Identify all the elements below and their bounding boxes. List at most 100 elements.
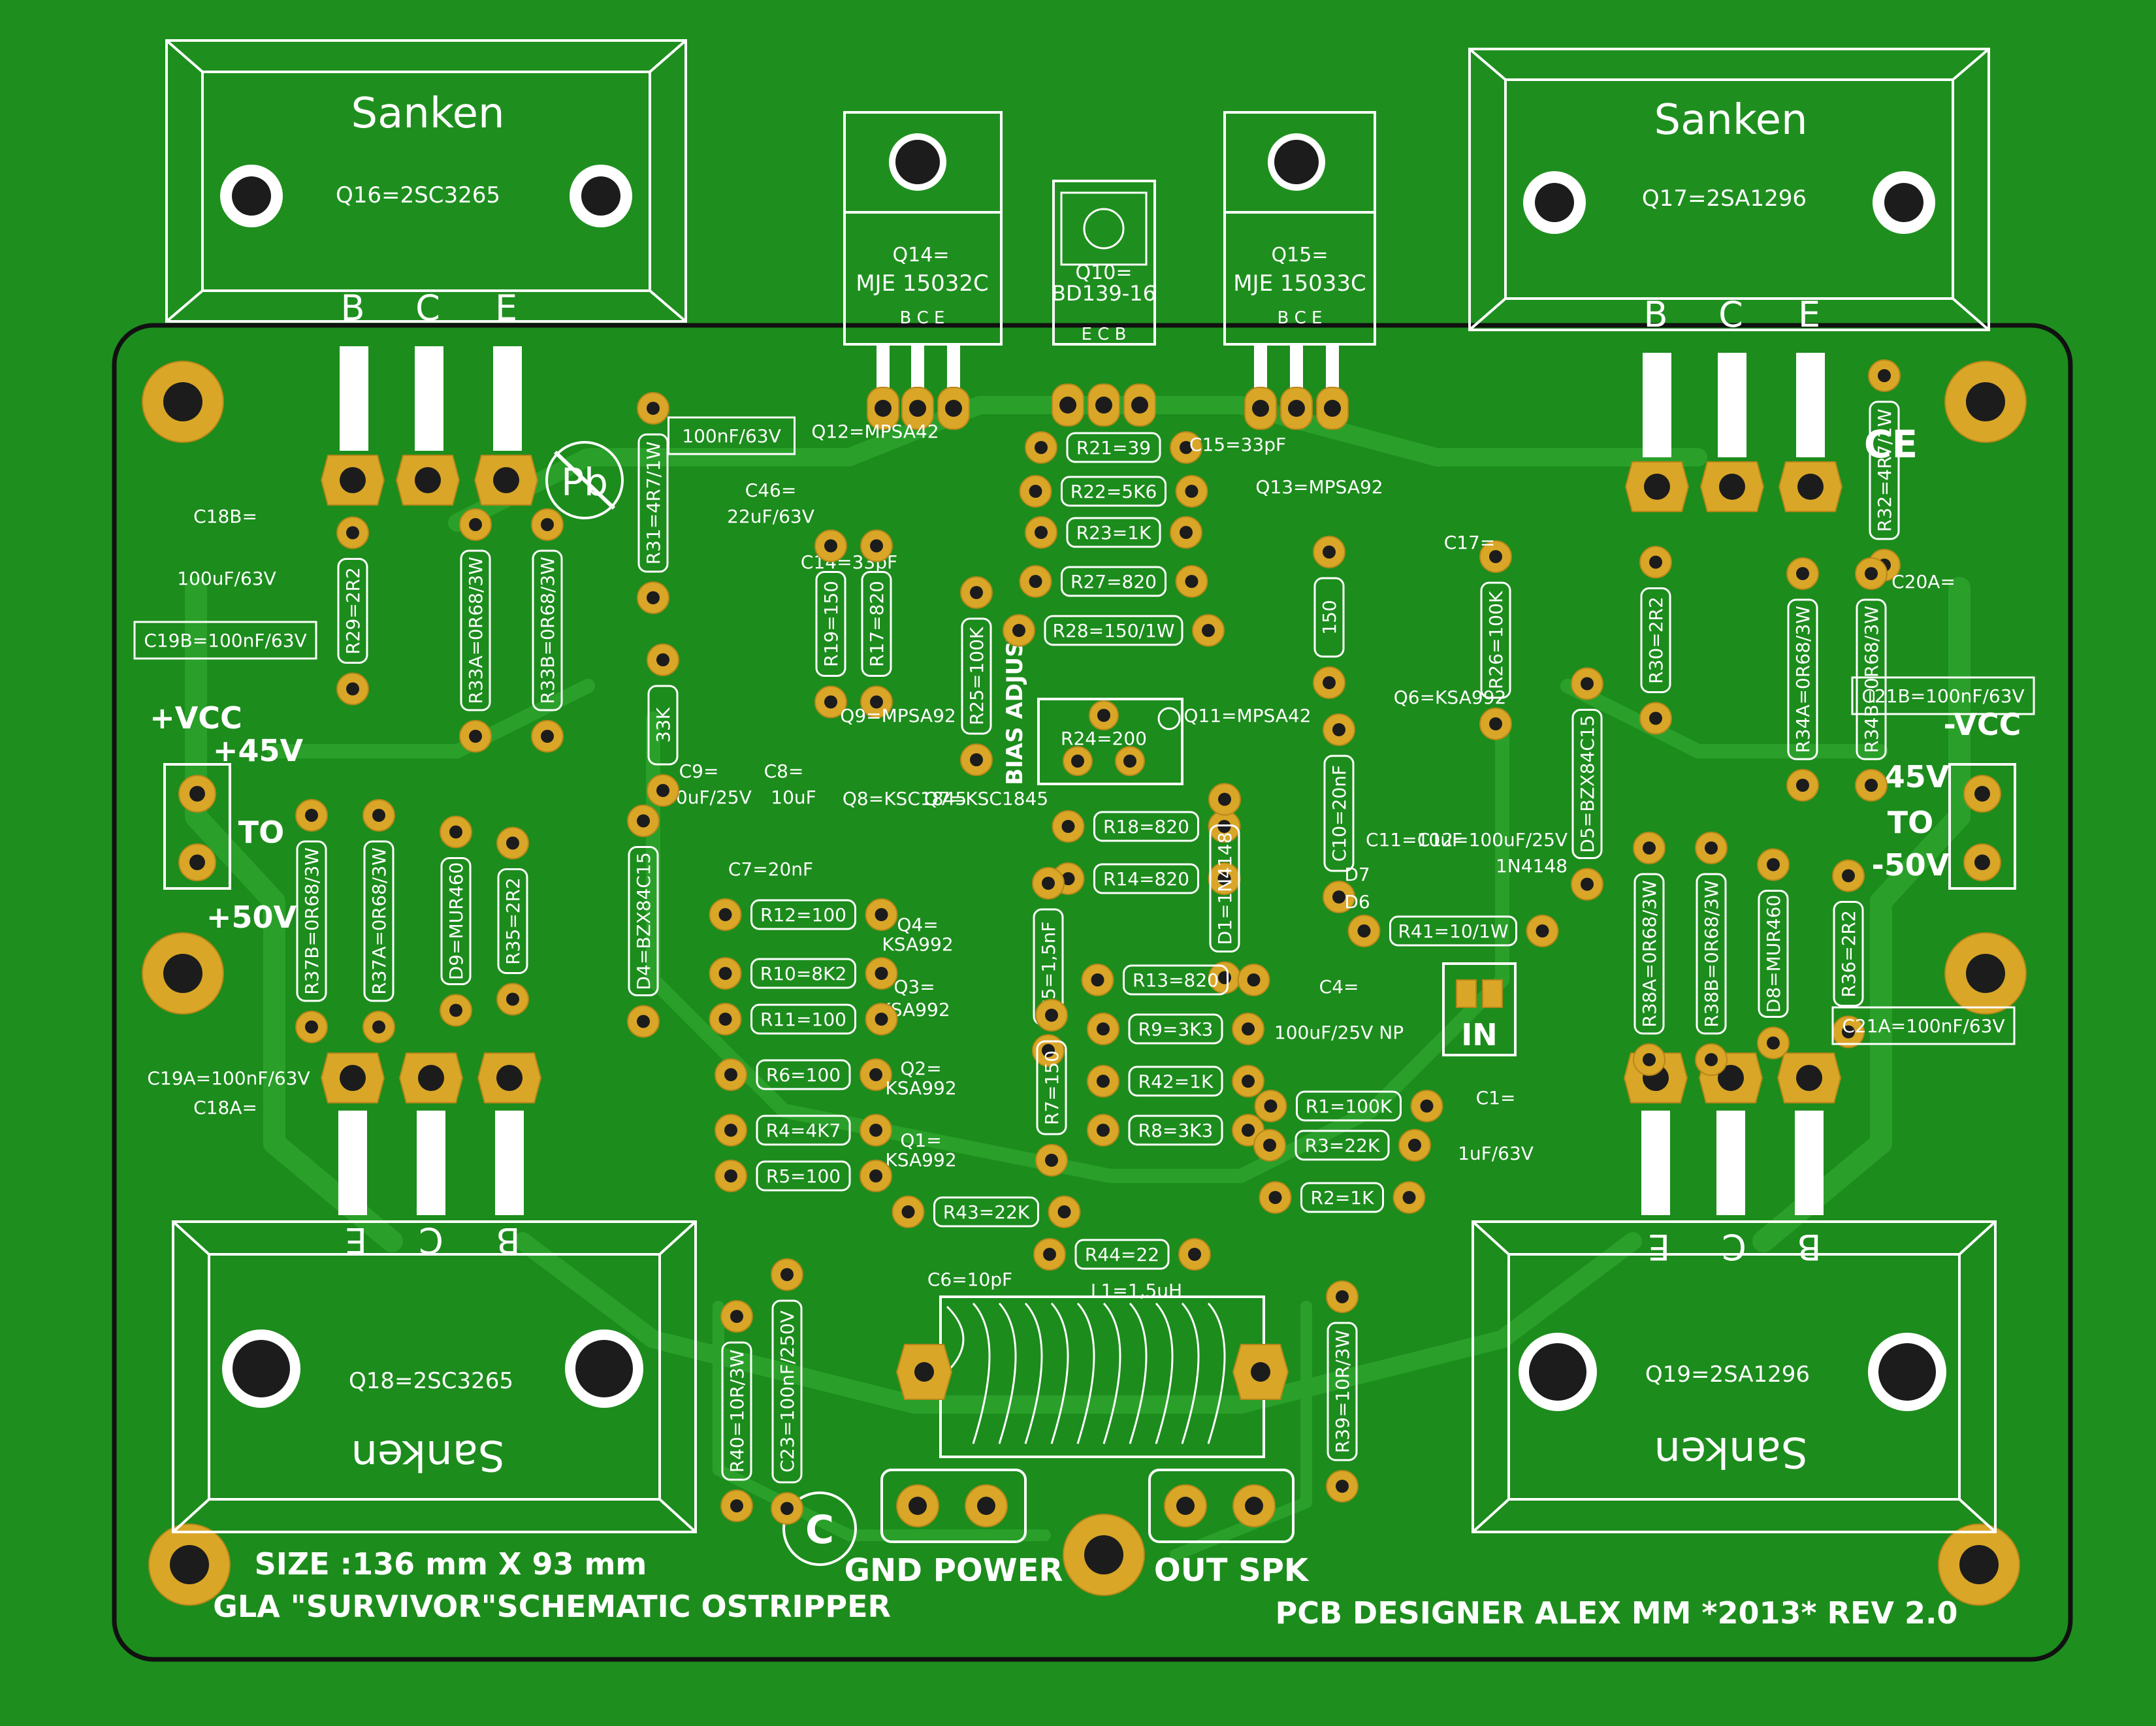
component-label: R28=150/1W xyxy=(1053,620,1175,642)
component-83: 100uF/25V NP xyxy=(1274,1022,1404,1043)
component-label: D4=BZX84C15 xyxy=(633,852,654,990)
component-label: R42=1K xyxy=(1138,1071,1214,1092)
pb-text: Pb xyxy=(561,460,608,504)
component-37: KSA992 xyxy=(885,1149,956,1171)
component-77: D5=BZX84C15 xyxy=(1571,667,1603,901)
component-24: C7=20nF xyxy=(728,858,813,880)
label-schematic: GLA "SURVIVOR"SCHEMATIC OSTRIPPER xyxy=(213,1589,891,1624)
transistor-q14: Q14= MJE 15032C B C E xyxy=(843,111,1003,430)
connector-out-spk: OUT SPK xyxy=(1148,1469,1310,1589)
component-46: C6=10pF xyxy=(927,1269,1012,1290)
component-label: Q2= xyxy=(900,1058,941,1079)
component-11: R17=820 xyxy=(860,529,893,719)
component-label: R23=1K xyxy=(1076,522,1151,544)
component-7: Q13=MPSA92 xyxy=(1255,476,1383,498)
component-label: Q3= xyxy=(893,976,935,998)
component-label: D8=MUR460 xyxy=(1763,895,1784,1013)
component-label: R31=4R7/1W xyxy=(643,442,664,565)
component-label: C8= xyxy=(764,760,804,782)
component-label: R18=820 xyxy=(1103,816,1189,838)
component-12: R25=100K xyxy=(960,576,993,776)
copyright-logo: C xyxy=(782,1491,857,1566)
component-label: C1= xyxy=(1476,1087,1516,1109)
component-17: C8= xyxy=(764,760,804,782)
component-58: R29=2R2 xyxy=(336,516,369,706)
component-label: 1uF/63V xyxy=(1458,1143,1534,1164)
component-label: Q4= xyxy=(897,914,938,936)
label-bias-adjust: BIAS ADJUST xyxy=(1002,625,1028,785)
component-74: C10=20nF xyxy=(1323,713,1355,913)
component-label: 10uF xyxy=(771,787,816,808)
component-label: C18A= xyxy=(193,1097,257,1118)
component-51: R39=10R/3W xyxy=(1326,1280,1359,1503)
q14-pins: B C E xyxy=(900,308,945,328)
component-label: R32=4R7/1W xyxy=(1874,409,1895,532)
transistor-q16: Sanken Q16=2SC3265 B C E xyxy=(165,39,687,506)
component-label: R6=100 xyxy=(766,1064,841,1086)
component-label: R36=2R2 xyxy=(1838,910,1859,998)
component-label: C7=20nF xyxy=(728,858,813,880)
component-28: R10=8K2 xyxy=(709,957,898,990)
component-label: R38A=0R68/3W xyxy=(1639,880,1660,1028)
label-50v-neg: -50V xyxy=(1872,847,1950,883)
component-72: C17= xyxy=(1444,532,1496,553)
component-3: R27=820 xyxy=(1019,565,1208,598)
component-2: R23=1K xyxy=(1025,516,1202,549)
component-44: R8=3K3 xyxy=(1087,1114,1264,1147)
component-label: R44=22 xyxy=(1085,1244,1159,1265)
label-50v-pos: +50V xyxy=(206,900,297,935)
component-54: R32=4R7/1W xyxy=(1868,359,1901,581)
component-63: C19B=100nF/63V xyxy=(133,621,317,660)
component-label: C10=20nF xyxy=(1328,765,1350,862)
component-label: 100uF/25V NP xyxy=(1274,1022,1404,1043)
component-55: 100nF/63V xyxy=(668,416,796,455)
connector-gnd-power: GND POWER xyxy=(845,1469,1063,1589)
component-81: R41=10/1W xyxy=(1347,915,1559,947)
component-label: D7 xyxy=(1344,864,1370,885)
label-45v-pos: +45V xyxy=(213,733,304,768)
component-61: C18B= xyxy=(193,506,257,527)
component-27: KSA992 xyxy=(882,934,953,955)
component-84: R1=100K xyxy=(1254,1090,1443,1122)
component-53: R31=4R7/1W xyxy=(637,392,669,614)
component-0: R21=39 xyxy=(1025,431,1202,464)
component-label: R25=100K xyxy=(966,627,988,725)
q10-ref: Q10= xyxy=(1076,261,1133,284)
component-96: D8=MUR460 xyxy=(1757,848,1790,1060)
transistor-q17: Sanken Q17=2SA1296 B C E xyxy=(1468,48,1990,512)
component-92: C20A= xyxy=(1891,571,1955,593)
component-label: R10=8K2 xyxy=(760,963,847,985)
label-to-right: TO xyxy=(1888,805,1933,840)
component-label: R27=820 xyxy=(1070,571,1157,593)
q19-pin-e: E xyxy=(1648,1226,1670,1267)
component-10: R19=150 xyxy=(814,529,847,719)
component-94: R38A=0R68/3W xyxy=(1633,832,1665,1076)
component-label: Q8=KSC1845 xyxy=(843,788,967,809)
component-label: R33B=0R68/3W xyxy=(537,557,558,704)
component-label: R33A=0R68/3W xyxy=(465,557,487,704)
component-1: R22=5K6 xyxy=(1019,475,1208,508)
component-label: R14=820 xyxy=(1103,868,1189,890)
component-label: R29=2R2 xyxy=(342,567,364,655)
component-29: Q3= xyxy=(893,976,935,998)
q15-ref: Q15= xyxy=(1272,244,1328,267)
copyright-text: C xyxy=(805,1507,834,1553)
component-71: R26=100K xyxy=(1479,540,1512,740)
q16-pin-e: E xyxy=(495,287,517,329)
component-56: C46= xyxy=(745,480,797,501)
component-99: 150 xyxy=(1313,536,1345,699)
component-label: R26=100K xyxy=(1485,591,1507,689)
component-label: R34B=0R68/3W xyxy=(1861,606,1882,753)
component-13: Q9=MPSA92 xyxy=(840,705,956,726)
component-label: R30=2R2 xyxy=(1645,596,1667,684)
component-57: 22uF/63V xyxy=(727,506,814,527)
component-41: R13=820 xyxy=(1081,964,1270,996)
component-5: R24=200 xyxy=(1061,728,1147,749)
component-label: D9=MUR460 xyxy=(445,862,467,980)
component-65: R37A=0R68/3W xyxy=(362,799,395,1043)
component-50: C23=100nF/250V xyxy=(771,1258,803,1525)
component-label: R17=820 xyxy=(866,581,888,667)
component-78: D7 xyxy=(1344,864,1370,885)
component-60: R33B=0R68/3W xyxy=(531,508,564,753)
input-connector: IN xyxy=(1442,962,1517,1056)
